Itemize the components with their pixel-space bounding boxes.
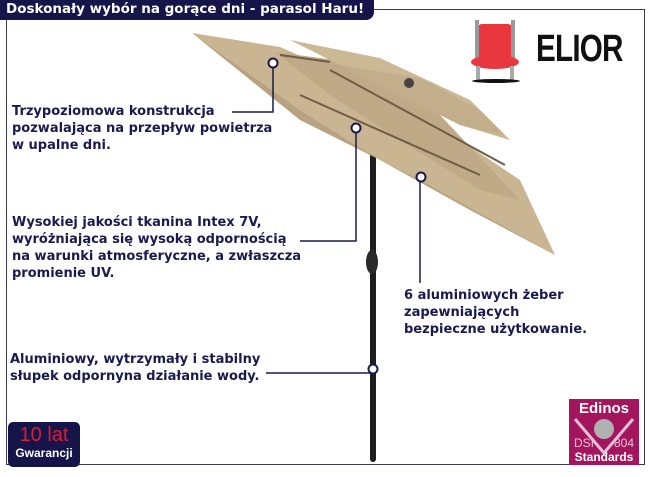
red-chair-icon (471, 20, 520, 83)
warranty-badge: 10 lat Gwarancji (8, 422, 80, 467)
feature-ribs: 6 aluminiowych żeber zapewniających bezp… (404, 288, 588, 337)
callout-dot (415, 171, 427, 183)
brand-logo: ELIOR (470, 20, 645, 90)
umbrella-pole (370, 150, 376, 462)
warranty-label: Gwarancji (15, 446, 73, 460)
warranty-years: 10 lat (19, 424, 69, 446)
edinos-certification-badge: Edinos DSI 804 Standards (569, 399, 639, 465)
feature-canopy-tiers: Trzypoziomowa konstrukcja pozwalająca na… (12, 104, 273, 153)
page-title: Doskonały wybór na gorące dni - parasol … (0, 0, 375, 20)
callout-dot (350, 122, 362, 134)
edinos-v-icon (573, 418, 635, 456)
feature-fabric: Wysokiej jakości tkanina Intex 7V, wyróż… (12, 215, 302, 281)
callout-dot (267, 57, 279, 69)
callout-dot (367, 363, 379, 375)
brand-name: ELIOR (536, 28, 623, 70)
feature-pole: Aluminiowy, wytrzymały i stabilny słupek… (10, 352, 261, 384)
crank-handle-icon (366, 250, 378, 274)
